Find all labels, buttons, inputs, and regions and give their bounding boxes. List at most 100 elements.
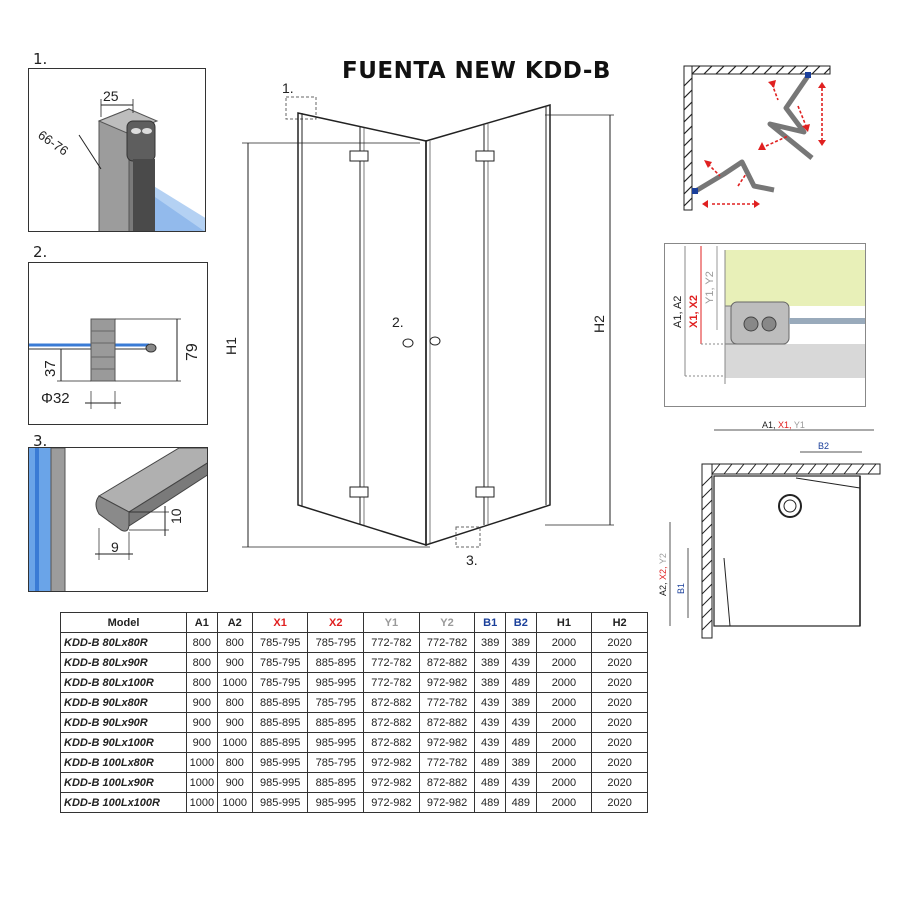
table-cell: 972-982 <box>363 772 420 793</box>
table-cell: 2000 <box>535 752 593 773</box>
table-cell: 785-795 <box>307 632 365 653</box>
table-cell: 885-895 <box>307 652 365 673</box>
table-cell: 772-782 <box>418 632 476 653</box>
hinge-icon <box>475 150 495 162</box>
table-cell: 972-982 <box>363 752 420 773</box>
table-header-cell: Y2 <box>418 612 476 633</box>
table-cell: 872-882 <box>418 652 476 673</box>
table-cell: 439 <box>474 732 506 753</box>
dim-line <box>78 134 102 170</box>
door-profile <box>50 448 66 591</box>
door-swing-diagram <box>683 65 831 211</box>
plan-b1-label: B1 <box>676 583 686 594</box>
wall-hatch <box>683 65 831 207</box>
shower-tray <box>713 475 861 627</box>
table-cell: 2000 <box>535 672 593 693</box>
left-wall <box>683 65 693 211</box>
table-cell: 489 <box>504 792 537 813</box>
model-cell: KDD-B 90Lx80R <box>59 692 188 713</box>
door-line-top <box>795 477 861 489</box>
detail-3-label: 3. <box>33 432 48 450</box>
plan-wall-hatch <box>701 463 877 631</box>
table-cell: 439 <box>504 712 537 733</box>
detail-2-panel: 79 37 Φ32 <box>28 262 208 425</box>
h1-label: H1 <box>223 337 239 355</box>
seal-profile-side <box>128 462 207 527</box>
hinge-cap <box>126 120 156 162</box>
table-cell: 389 <box>504 632 537 653</box>
table-cell: 985-995 <box>307 732 365 753</box>
arrow-heads <box>702 80 826 208</box>
x-label: X1, X2 <box>688 295 700 328</box>
glass-highlight <box>35 448 39 591</box>
table-cell: 872-882 <box>363 692 420 713</box>
model-cell: KDD-B 80Lx100R <box>59 672 188 693</box>
profile-cap <box>730 301 790 345</box>
callout-box-3 <box>455 526 481 548</box>
table-cell: 2020 <box>591 792 648 813</box>
table-cell: 1000 <box>216 672 253 693</box>
table-cell: 489 <box>504 732 537 753</box>
table-cell: 785-795 <box>307 692 365 713</box>
right-folding-door <box>767 74 814 160</box>
wall-area <box>725 250 865 306</box>
page-title: FUENTA NEW KDD-B <box>342 58 611 84</box>
knob-body <box>90 318 116 382</box>
table-header-cell: A2 <box>216 612 253 633</box>
table-cell: 785-795 <box>251 652 309 673</box>
table-cell: 489 <box>474 752 506 773</box>
table-cell: 2020 <box>591 732 648 753</box>
knob-icon <box>429 336 441 346</box>
table-cell: 972-982 <box>363 792 420 813</box>
table-header-cell: A1 <box>186 612 218 633</box>
table-cell: 872-882 <box>363 732 420 753</box>
table-header-cell: Y1 <box>363 612 420 633</box>
door-line-left <box>723 557 731 627</box>
dim-66-76: 66-76 <box>35 127 71 158</box>
table-cell: 772-782 <box>363 632 420 653</box>
table-cell: 439 <box>474 712 506 733</box>
table-cell: 439 <box>504 772 537 793</box>
table-cell: 772-782 <box>363 652 420 673</box>
table-cell: 872-882 <box>418 772 476 793</box>
table-header-cell: Model <box>59 612 188 633</box>
screw-icon <box>743 316 759 332</box>
table-cell: 885-895 <box>307 712 365 733</box>
table-cell: 885-895 <box>251 712 309 733</box>
table-cell: 389 <box>474 632 506 653</box>
table-cell: 1000 <box>216 792 253 813</box>
callout-box-1 <box>285 96 317 120</box>
main-enclosure-drawing: H1 H2 1. 2. 3. <box>223 80 614 568</box>
detail-3-drawing: 10 9 <box>29 448 207 591</box>
table-cell: 785-795 <box>251 632 309 653</box>
plan-view-drawing: A1, X1, Y1 B2 A2, X2, Y2 B1 <box>658 420 881 639</box>
table-cell: 885-895 <box>251 692 309 713</box>
table-cell: 985-995 <box>251 792 309 813</box>
drain-inner <box>783 499 797 513</box>
plan-b2-label: B2 <box>818 441 829 451</box>
table-cell: 785-795 <box>251 672 309 693</box>
table-cell: 800 <box>216 752 253 773</box>
h2-label: H2 <box>591 315 607 333</box>
table-cell: 489 <box>474 792 506 813</box>
table-cell: 972-982 <box>418 732 476 753</box>
table-cell: 2020 <box>591 652 648 673</box>
callout-1-label: 1. <box>282 80 294 96</box>
detail-1-drawing: 25 66-76 <box>35 88 205 231</box>
table-header-cell: H2 <box>591 612 648 633</box>
hinge-icon <box>349 150 369 162</box>
profile-detail-drawing: A1, A2 X1, X2 Y1, Y2 <box>672 246 865 384</box>
table-cell: 439 <box>504 652 537 673</box>
table-cell: 800 <box>186 652 218 673</box>
glass-edge <box>29 448 51 591</box>
table-header-cell: X1 <box>251 612 309 633</box>
right-door <box>425 104 551 547</box>
dim-79: 79 <box>184 343 201 361</box>
model-cell: KDD-B 100Lx90R <box>59 772 188 793</box>
